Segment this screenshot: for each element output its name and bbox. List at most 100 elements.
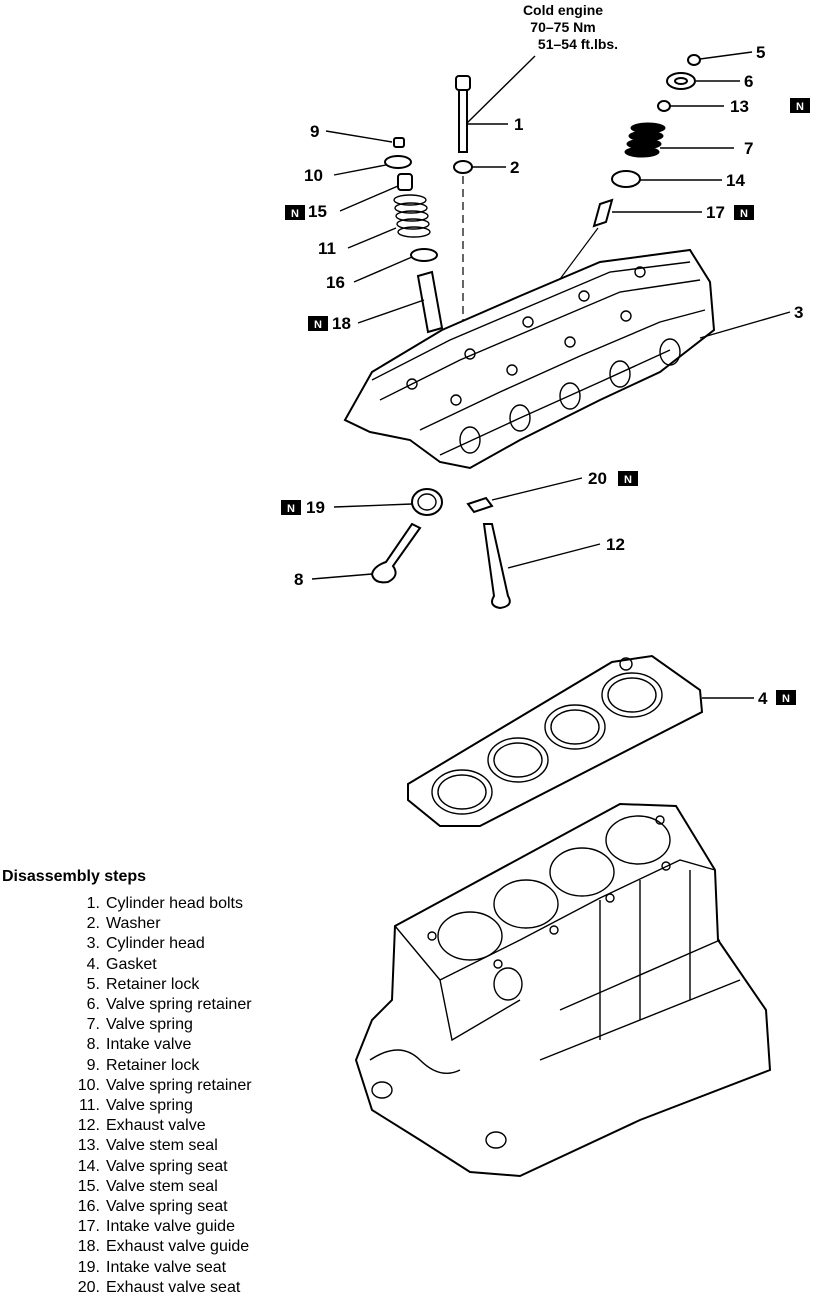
step-number: 17. bbox=[77, 1218, 100, 1236]
retainer-lock-5 bbox=[687, 54, 701, 66]
torque-line-1: Cold engine bbox=[523, 2, 603, 18]
step-item: 15.Valve stem seal bbox=[2, 1177, 332, 1197]
step-number: 4. bbox=[86, 955, 100, 973]
step-text: Gasket bbox=[106, 955, 157, 973]
callout-labels: 1 2 3 4 5 6 7 8 9 10 11 12 13 14 15 16 1… bbox=[294, 43, 803, 708]
spring-seat-16 bbox=[410, 248, 438, 262]
callout-1: 1 bbox=[514, 115, 523, 134]
callout-11: 11 bbox=[318, 239, 336, 258]
step-text: Exhaust valve bbox=[106, 1117, 206, 1135]
callout-8: 8 bbox=[294, 570, 303, 589]
badge-18: N bbox=[308, 316, 328, 331]
step-text: Intake valve bbox=[106, 1036, 192, 1054]
badge-13: N bbox=[790, 98, 810, 113]
spring-seat-14 bbox=[611, 170, 641, 188]
step-text: Cylinder head bolts bbox=[106, 895, 243, 912]
step-item: 4. Gasket bbox=[2, 955, 332, 975]
step-item: 16.Valve spring seat bbox=[2, 1197, 332, 1217]
new-part-badges: N N N N N N N bbox=[281, 98, 810, 705]
callout-19: 19 bbox=[306, 498, 325, 517]
step-item: 7.Valve spring bbox=[2, 1015, 332, 1035]
step-text: Retainer lock bbox=[106, 975, 200, 993]
head-bolt-holes bbox=[406, 266, 646, 406]
badge-17: N bbox=[734, 205, 754, 220]
valve-stem-seal-13 bbox=[657, 100, 671, 112]
step-number: 1. bbox=[86, 895, 100, 912]
valve-spring-11 bbox=[393, 194, 431, 238]
step-item: 6.Valve spring retainer bbox=[2, 995, 332, 1015]
step-number: 6. bbox=[86, 996, 100, 1014]
step-item: 9. Retainer lock bbox=[2, 1056, 332, 1076]
svg-text:N: N bbox=[314, 319, 322, 331]
step-item: 20.Exhaust valve seat bbox=[2, 1278, 332, 1298]
callout-4: 4 bbox=[758, 689, 768, 708]
valves-and-seats bbox=[370, 488, 511, 610]
step-number: 9. bbox=[86, 1056, 100, 1074]
step-text: Valve spring bbox=[106, 1097, 193, 1115]
svg-text:N: N bbox=[796, 101, 804, 113]
svg-text:N: N bbox=[740, 208, 748, 220]
callout-7: 7 bbox=[744, 139, 753, 158]
callout-15: 15 bbox=[308, 202, 327, 221]
step-number: 14. bbox=[77, 1157, 100, 1175]
valve-stem-seal-15 bbox=[397, 173, 413, 191]
block-bores bbox=[437, 815, 671, 961]
step-number: 11. bbox=[78, 1097, 100, 1115]
step-number: 10. bbox=[77, 1076, 100, 1094]
washer-2 bbox=[453, 160, 473, 174]
intake-valve-seat-19 bbox=[411, 488, 443, 516]
step-item: 3.Cylinder head bbox=[2, 934, 332, 954]
right-valve-stack bbox=[469, 54, 701, 401]
callout-13: 13 bbox=[730, 97, 749, 116]
disassembly-steps: Disassembly steps 1.Cylinder head bolts … bbox=[2, 868, 332, 1298]
head-gasket-4 bbox=[407, 654, 704, 827]
retainer-center bbox=[674, 77, 688, 85]
step-text: Retainer lock bbox=[106, 1056, 200, 1074]
callout-14: 14 bbox=[726, 171, 745, 190]
step-item: 1. Cylinder head bolts bbox=[2, 894, 332, 914]
exhaust-valve-seat-20 bbox=[466, 496, 494, 514]
step-number: 12. bbox=[77, 1117, 100, 1135]
bolt-shank bbox=[458, 89, 468, 153]
steps-title: Disassembly steps bbox=[2, 868, 147, 885]
step-number: 8. bbox=[86, 1036, 100, 1054]
step-text: Valve spring bbox=[106, 1016, 193, 1034]
step-number: 2. bbox=[86, 915, 100, 933]
leader-lines bbox=[311, 51, 791, 699]
torque-line-2: 70–75 Nm bbox=[530, 19, 595, 35]
torque-spec: Cold engine 70–75 Nm 51–54 ft.lbs. bbox=[464, 2, 618, 126]
step-item: 17. Intake valve guide bbox=[2, 1217, 332, 1237]
torque-leader bbox=[464, 55, 536, 126]
step-number: 16. bbox=[77, 1198, 100, 1216]
callout-3: 3 bbox=[794, 303, 803, 322]
cylinder-block bbox=[354, 802, 772, 1178]
callout-10: 10 bbox=[304, 166, 323, 185]
block-bolt-holes bbox=[427, 815, 671, 969]
step-text: Intake valve guide bbox=[106, 1218, 235, 1236]
intake-valve-8 bbox=[370, 522, 422, 584]
callout-16: 16 bbox=[326, 273, 345, 292]
step-text: Washer bbox=[106, 915, 161, 933]
step-item: 19.Intake valve seat bbox=[2, 1258, 332, 1278]
step-text: Intake valve seat bbox=[106, 1258, 227, 1276]
step-text: Cylinder head bbox=[106, 935, 205, 953]
step-item: 2. Washer bbox=[2, 914, 332, 934]
svg-text:N: N bbox=[782, 693, 790, 705]
spring-retainer-10 bbox=[384, 155, 412, 169]
svg-text:N: N bbox=[291, 208, 299, 220]
head-bolt bbox=[453, 75, 473, 340]
step-text: Valve stem seal bbox=[106, 1137, 218, 1155]
cylinder-head-3 bbox=[343, 248, 716, 470]
step-number: 20. bbox=[77, 1278, 100, 1296]
torque-line-3: 51–54 ft.lbs. bbox=[538, 36, 618, 52]
bolt-head-icon bbox=[455, 75, 471, 91]
left-valve-stack bbox=[384, 137, 444, 334]
step-item: 14.Valve spring seat bbox=[2, 1157, 332, 1177]
callout-17: 17 bbox=[706, 203, 725, 222]
callout-6: 6 bbox=[744, 72, 753, 91]
step-item: 5.Retainer lock bbox=[2, 975, 332, 995]
retainer-lock-9 bbox=[393, 137, 405, 148]
step-number: 18. bbox=[77, 1238, 100, 1256]
badge-19: N bbox=[281, 500, 301, 515]
step-text: Valve stem seal bbox=[106, 1177, 218, 1195]
